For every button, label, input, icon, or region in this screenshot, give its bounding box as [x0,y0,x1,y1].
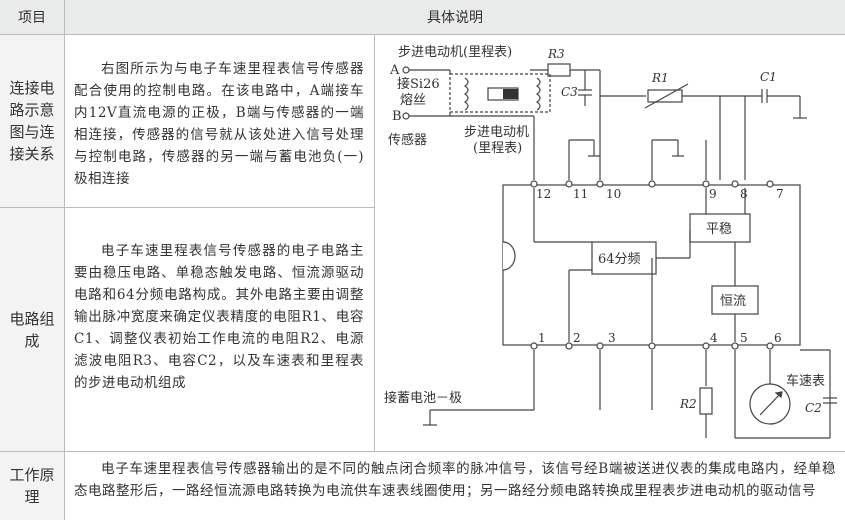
stabilizer-block [689,213,751,243]
battery-label: 接蓄电池－极 [384,390,462,406]
pin-12: 12 [536,187,551,201]
motor-label: 步进电动机(里程表) [398,45,512,60]
header-item: 项目 [0,0,64,34]
pin-9: 9 [709,187,717,201]
motor-mid-label-1: 步进电动机 [464,125,529,140]
divider [374,35,375,451]
speedometer-gauge [749,383,791,425]
divider [0,207,375,208]
c3-label: C3 [561,85,578,99]
row-label-principle: 工作原理 [0,452,64,520]
sensor-label: 传感器 [388,132,427,148]
terminal-a-label: A [389,63,400,78]
divider [0,34,845,35]
speedo-label: 车速表 [786,373,825,389]
row-label-connection: 连接电路示意图与连接关系 [0,35,64,207]
divider [64,0,65,520]
stable-label: 平稳 [706,221,732,237]
row-text-principle: 电子车速里程表信号传感器输出的是不同的触点闭合频率的脉冲信号，该信号经B端被送进… [74,461,836,499]
r3-label: R3 [547,47,565,61]
pin-4: 4 [710,331,718,345]
fuse-label-1: 接Si26 [397,76,440,92]
pin-8: 8 [740,187,748,201]
circuit-diagram: 步进电动机(里程表) A 接Si26 熔丝 B 传感器 步进电动机 (里程表) … [384,45,837,439]
pin-6: 6 [774,331,782,345]
pin-2: 2 [573,331,581,345]
hengliu-label: 恒流 [720,294,746,309]
pin-3: 3 [608,331,616,345]
motor-mid-label-2: (里程表) [473,141,522,156]
fuse-label-2: 熔丝 [400,93,426,108]
header-description: 具体说明 [65,0,845,34]
divider [0,451,845,452]
resistor-r3 [547,63,571,77]
row-text-connection: 右图所示为与电子车速里程表信号传感器配合使用的控制电路。在该电路中，A端接车内1… [74,61,364,187]
row-text-composition: 电子车速里程表信号传感器的电子电路主要由稳压电路、单稳态触发电路、恒流源驱动电路… [74,243,364,391]
resistor-r2 [699,387,713,415]
r1-label: R1 [651,71,669,85]
pin-7: 7 [776,187,784,201]
row-label-composition: 电路组成 [0,208,64,451]
terminal-b-label: B [392,109,402,124]
resistor-r1 [647,89,683,103]
pin-11: 11 [573,187,588,201]
c2-label: C2 [805,401,822,415]
r2-label: R2 [679,397,697,411]
c1-label: C1 [760,70,777,84]
pin-1: 1 [538,331,546,345]
pin-10: 10 [606,187,621,201]
div64-label: 64分频 [598,252,641,267]
pin-5: 5 [740,331,748,345]
